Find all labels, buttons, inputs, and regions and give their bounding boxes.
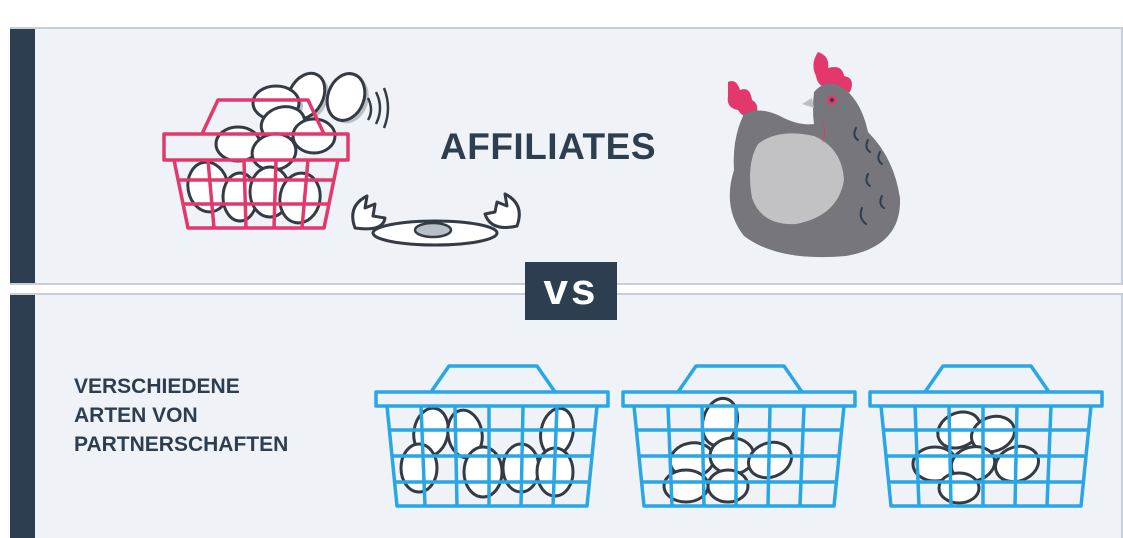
- versus-badge: vs: [525, 262, 617, 320]
- subtitle-line: VERSCHIEDENE: [74, 372, 374, 401]
- partnerships-label: VERSCHIEDENE ARTEN VON PARTNERSCHAFTEN: [74, 372, 374, 459]
- broken-egg-icon: [345, 188, 530, 248]
- subtitle-line: PARTNERSCHAFTEN: [74, 430, 374, 459]
- page-title: AFFILIATES: [440, 126, 656, 168]
- hen-icon: [718, 48, 908, 278]
- blue-basket-icon: [867, 360, 1107, 515]
- subtitle-line: ARTEN VON: [74, 401, 374, 430]
- panel-accent-bar: [10, 29, 35, 283]
- panel-accent-bar: [10, 295, 35, 538]
- blue-basket-icon: [620, 360, 860, 515]
- blue-basket-icon: [373, 360, 613, 515]
